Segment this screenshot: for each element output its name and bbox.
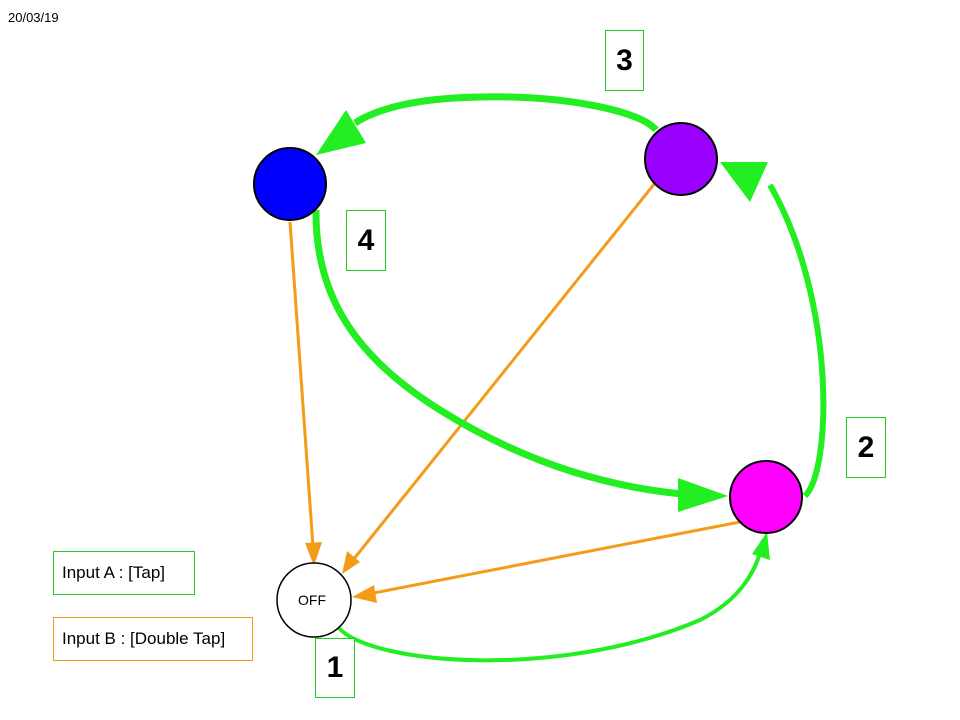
node-magenta [729, 460, 803, 534]
edge-magenta-to-off [357, 520, 741, 598]
legend-input-a: Input A : [Tap] [53, 551, 195, 595]
step-label-2: 2 [846, 417, 886, 478]
legend-input-b: Input B : [Double Tap] [53, 617, 253, 661]
edge-off-to-magenta [336, 539, 765, 663]
step-label-1: 1 [315, 638, 355, 698]
step-label-3: 3 [605, 30, 644, 91]
node-off [276, 562, 352, 638]
edge-blue-to-magenta [312, 209, 683, 498]
step-label-4: 4 [346, 210, 386, 271]
edge-purple-to-blue [353, 93, 659, 133]
node-purple [644, 122, 718, 196]
date-label: 20/03/19 [8, 10, 59, 25]
arrowhead-magenta-to-off [352, 585, 377, 603]
node-blue [253, 147, 327, 221]
arrowhead-purple-to-off [342, 551, 360, 574]
arrowhead-blue-to-off [305, 542, 322, 566]
arrowhead-blue-to-magenta [678, 478, 728, 512]
arrowhead-purple-to-blue [316, 110, 366, 155]
edge-purple-to-off [343, 182, 657, 571]
node-off-label: OFF [298, 592, 326, 608]
edge-blue-to-off [288, 221, 316, 562]
arrowhead-off-to-magenta [752, 532, 770, 560]
arrowhead-magenta-to-purple [720, 162, 768, 202]
edge-magenta-to-purple [767, 183, 827, 499]
